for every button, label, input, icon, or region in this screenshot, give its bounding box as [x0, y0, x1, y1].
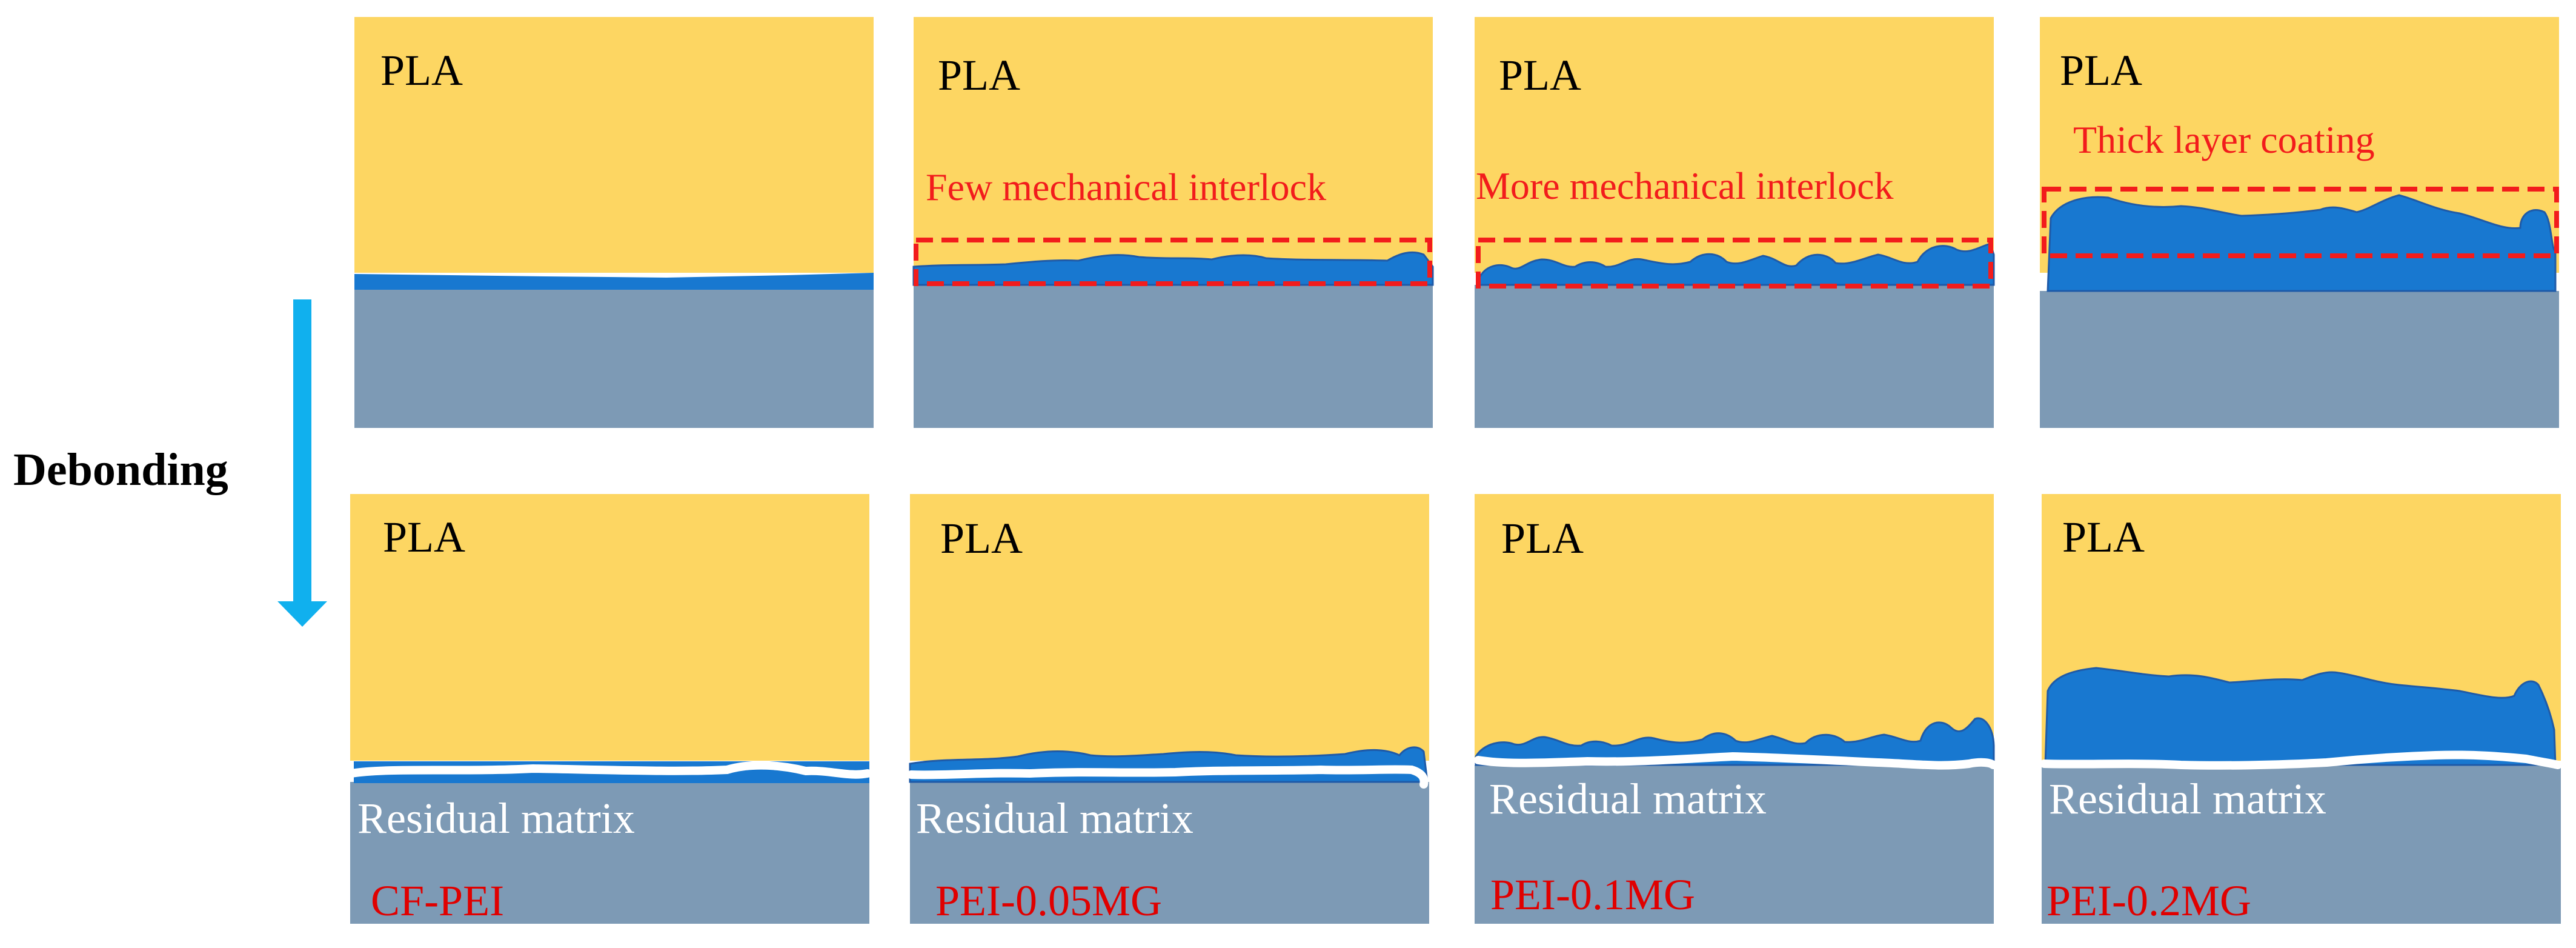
substrate-block: [914, 285, 1433, 428]
interlock-highlight-box: [1476, 238, 1993, 289]
panel-bottom-pei-01mg: PLA Residual matrix PEI-0.1MG: [1474, 494, 1997, 924]
pla-label: PLA: [380, 46, 463, 95]
coating-layer: [1477, 242, 1995, 286]
debonding-label: Debonding: [13, 444, 228, 495]
sample-label: PEI-0.1MG: [1490, 870, 1695, 919]
pla-label: PLA: [1499, 51, 1581, 99]
pla-label: PLA: [938, 51, 1020, 99]
substrate-block: [910, 782, 1429, 924]
pla-block: [910, 494, 1429, 761]
residual-matrix-line: [347, 761, 872, 779]
coating-layer: [912, 251, 1434, 286]
substrate-block: [354, 290, 874, 428]
residual-matrix-label: Residual matrix: [916, 794, 1193, 843]
pla-label: PLA: [1501, 514, 1584, 562]
substrate-block: [350, 782, 869, 924]
pla-label: PLA: [940, 514, 1023, 562]
coating-layer: [354, 273, 874, 290]
residual-matrix-line: [2040, 750, 2562, 770]
sample-label: PEI-0.2MG: [2047, 876, 2251, 925]
pla-block: [1475, 17, 1994, 273]
panel-top-pei-02mg: PLA Thick layer coating: [2040, 17, 2559, 428]
pla-block: [1475, 494, 1994, 761]
annotation-label: Few mechanical interlock: [926, 165, 1326, 209]
panel-bottom-cf-pei: PLA Residual matrix CF-PEI: [347, 494, 872, 925]
pla-label: PLA: [2060, 46, 2142, 95]
annotation-label: More mechanical interlock: [1476, 164, 1893, 207]
panel-bottom-pei-02mg: PLA Residual matrix PEI-0.2MG: [2040, 494, 2562, 925]
interlock-highlight-box: [914, 238, 1432, 286]
debonding-arrow: [277, 299, 327, 627]
pla-label: PLA: [2062, 513, 2145, 561]
residual-matrix-line: [907, 765, 1429, 789]
pla-block: [350, 494, 869, 761]
sample-label: CF-PEI: [371, 876, 504, 925]
residual-matrix-label: Residual matrix: [357, 794, 635, 843]
arrow-head: [277, 601, 327, 627]
coating-layer: [1475, 717, 1995, 766]
residual-matrix-label: Residual matrix: [1489, 775, 1767, 823]
residual-matrix-label: Residual matrix: [2049, 775, 2326, 823]
pla-block: [914, 17, 1433, 273]
pla-label: PLA: [383, 513, 465, 561]
substrate-block: [2040, 291, 2559, 428]
panel-top-cf-pei: PLA: [354, 17, 874, 428]
residual-matrix-line: [1474, 752, 1997, 770]
coating-layer: [2047, 194, 2557, 292]
substrate-block: [1475, 765, 1994, 924]
coating-layer: [2044, 667, 2557, 766]
substrate-block: [2042, 765, 2561, 924]
annotation-label: Thick layer coating: [2073, 118, 2375, 161]
substrate-block: [1475, 285, 1994, 428]
pla-block: [354, 17, 874, 273]
arrow-shaft: [293, 299, 311, 603]
sample-label: PEI-0.05MG: [935, 876, 1162, 925]
panel-top-pei-01mg: PLA More mechanical interlock: [1475, 17, 1995, 428]
panel-bottom-pei-005mg: PLA Residual matrix PEI-0.05MG: [907, 494, 1429, 925]
panel-top-pei-005mg: PLA Few mechanical interlock: [912, 17, 1434, 428]
coating-highlight-box: [2042, 187, 2559, 258]
